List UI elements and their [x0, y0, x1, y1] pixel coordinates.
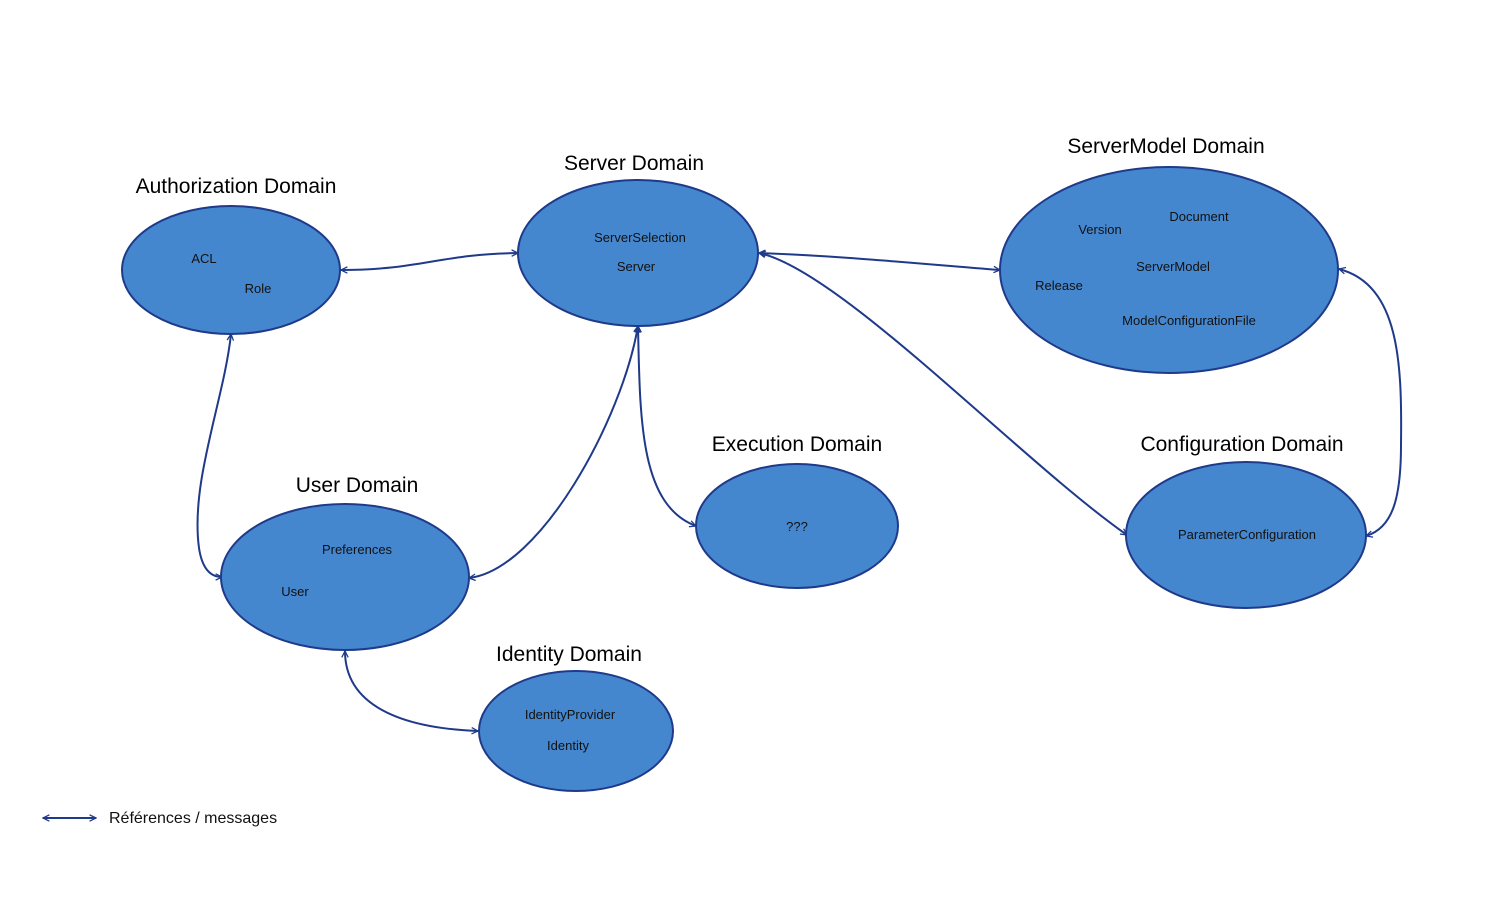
user-domain-ellipse [220, 503, 470, 651]
user-item-user: User [281, 584, 309, 599]
edge-server-configuration [759, 253, 1127, 535]
server-item-serverselection: ServerSelection [594, 230, 686, 245]
authorization-item-role: Role [245, 281, 272, 296]
legend: Références / messages [43, 810, 277, 827]
execution-domain-node: Execution Domain??? [695, 433, 899, 589]
servermodel-item-release: Release [1035, 278, 1083, 293]
servermodel-item-version: Version [1078, 222, 1121, 237]
identity-item-identity: Identity [547, 738, 589, 753]
user-domain-title: User Domain [296, 474, 419, 497]
execution-domain-ellipse [695, 463, 899, 589]
user-item-preferences: Preferences [322, 542, 393, 557]
edge-user-identity [345, 651, 478, 731]
edges-layer [196, 253, 1403, 731]
edge-servermodel-configuration [1339, 269, 1403, 536]
server-item-server: Server [617, 259, 656, 274]
execution-domain-title: Execution Domain [712, 433, 882, 456]
identity-domain-ellipse [478, 670, 674, 792]
authorization-item-acl: ACL [191, 251, 216, 266]
authorization-domain-title: Authorization Domain [136, 175, 337, 198]
servermodel-item-modelconfigurationfile: ModelConfigurationFile [1122, 313, 1256, 328]
edge-server-execution [638, 326, 696, 526]
servermodel-domain-ellipse [999, 166, 1339, 374]
server-domain-ellipse [517, 179, 759, 327]
configuration-item-parameterconfiguration: ParameterConfiguration [1178, 527, 1316, 542]
edge-authorization-server [341, 253, 518, 270]
edge-server-user [469, 326, 638, 578]
identity-domain-title: Identity Domain [496, 643, 642, 666]
servermodel-domain-title: ServerModel Domain [1067, 135, 1264, 158]
execution-item-: ??? [786, 519, 808, 534]
identity-item-identityprovider: IdentityProvider [525, 707, 616, 722]
server-domain-title: Server Domain [564, 152, 704, 175]
configuration-domain-node: Configuration DomainParameterConfigurati… [1125, 433, 1367, 609]
edge-authorization-user [196, 334, 231, 577]
authorization-domain-ellipse [121, 205, 341, 335]
servermodel-item-servermodel: ServerModel [1136, 259, 1210, 274]
servermodel-item-document: Document [1169, 209, 1229, 224]
legend-label: Références / messages [109, 810, 277, 827]
configuration-domain-title: Configuration Domain [1140, 433, 1343, 456]
configuration-domain-ellipse [1125, 461, 1367, 609]
